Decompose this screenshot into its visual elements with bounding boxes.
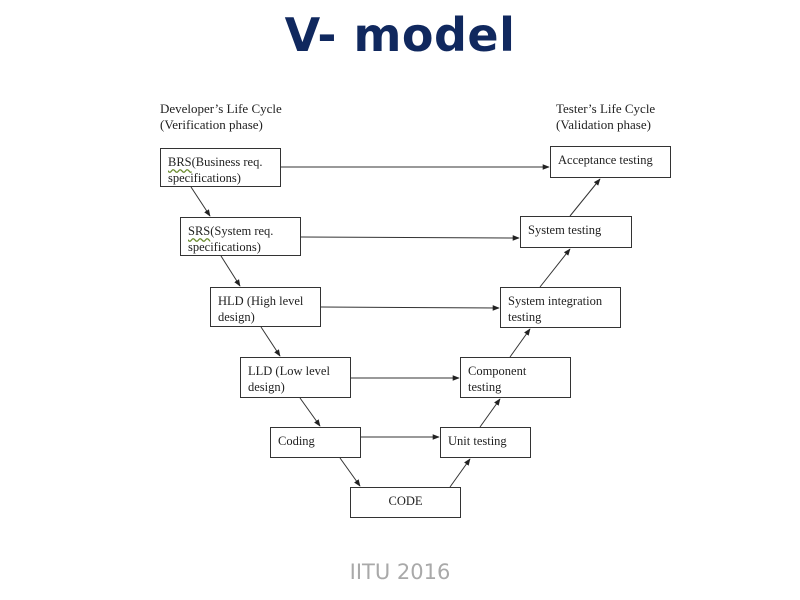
- arrow-brs-to-srs: [190, 186, 211, 217]
- tester-label-line1: Tester’s Life Cycle: [556, 101, 656, 116]
- developer-life-cycle-label: Developer’s Life Cycle (Verification pha…: [160, 101, 282, 133]
- arrow-srs-to-system-testing: [300, 235, 520, 241]
- srs-box-line2: specifications): [188, 240, 261, 254]
- arrow-integration-to-system: [539, 248, 571, 288]
- system-integration-testing-box: System integration testing: [500, 287, 621, 328]
- unit-testing-label: Unit testing: [448, 434, 507, 448]
- arrow-lld-to-coding: [299, 397, 321, 427]
- code-box-label: CODE: [388, 494, 423, 508]
- brs-box: BRS(Business req. specifications): [160, 148, 281, 187]
- srs-rest: (System req.: [210, 224, 274, 238]
- brs-rest: (Business req.: [191, 155, 263, 169]
- system-testing-label: System testing: [528, 223, 602, 237]
- srs-box: SRS(System req. specifications): [180, 217, 301, 256]
- coding-box: Coding: [270, 427, 361, 458]
- arrow-coding-to-code: [339, 457, 361, 487]
- arrow-unit-to-component: [479, 398, 501, 428]
- component-testing-box: Component testing: [460, 357, 571, 398]
- arrow-component-to-integration: [509, 328, 531, 358]
- arrow-hld-to-integration: [320, 305, 500, 311]
- slide-footer: IITU 2016: [349, 560, 451, 584]
- system-integration-line1: System integration: [508, 294, 603, 308]
- developer-label-line2: (Verification phase): [160, 117, 263, 132]
- tester-label-line2: (Validation phase): [556, 117, 651, 132]
- unit-testing-box: Unit testing: [440, 427, 531, 458]
- developer-label-line1: Developer’s Life Cycle: [160, 101, 282, 116]
- srs-box-line1: SRS(System req.: [188, 223, 293, 239]
- code-box: CODE: [350, 487, 461, 518]
- tester-life-cycle-label: Tester’s Life Cycle (Validation phase): [556, 101, 655, 133]
- hld-box-line1: HLD (High level: [218, 294, 304, 308]
- brs-box-line2: specifications): [168, 171, 241, 185]
- lld-box-line2: design): [248, 380, 285, 394]
- hld-box-line2: design): [218, 310, 255, 324]
- srs-abbr: SRS: [188, 224, 211, 238]
- system-testing-box: System testing: [520, 216, 632, 248]
- arrow-srs-to-hld: [220, 255, 241, 287]
- acceptance-testing-label: Acceptance testing: [558, 153, 653, 167]
- arrow-system-to-acceptance: [569, 178, 601, 217]
- component-testing-line2: testing: [468, 380, 502, 394]
- hld-box: HLD (High level design): [210, 287, 321, 327]
- coding-box-label: Coding: [278, 434, 315, 448]
- arrow-hld-to-lld: [260, 326, 281, 357]
- lld-box: LLD (Low level design): [240, 357, 351, 398]
- brs-box-line1: BRS(Business req.: [168, 154, 273, 170]
- brs-abbr: BRS: [168, 155, 192, 169]
- lld-box-line1: LLD (Low level: [248, 364, 330, 378]
- slide-title: V- model: [284, 8, 516, 62]
- component-testing-line1: Component: [468, 364, 527, 378]
- acceptance-testing-box: Acceptance testing: [550, 146, 671, 178]
- system-integration-line2: testing: [508, 310, 542, 324]
- arrow-code-to-unit: [449, 458, 471, 488]
